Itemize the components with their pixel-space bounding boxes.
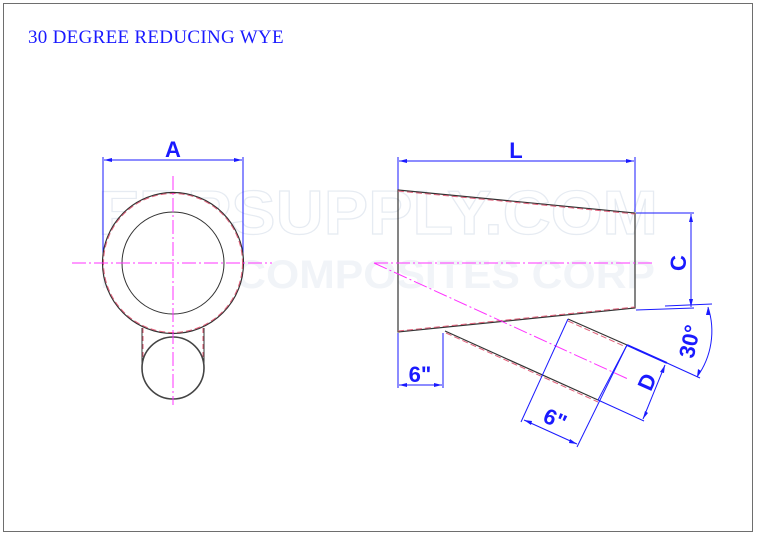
dimension-c (635, 212, 695, 311)
label-angle: 30° (674, 323, 705, 361)
dimension-d (597, 344, 668, 422)
drawing-title: 30 DEGREE REDUCING WYE (28, 27, 284, 48)
dimension-l (397, 157, 636, 212)
branch-centerline (373, 262, 629, 380)
label-d: D (632, 370, 661, 395)
dimension-offset-straight (397, 333, 444, 388)
label-c: C (666, 255, 691, 271)
label-offset-straight: 6" (409, 362, 432, 387)
label-a: A (165, 137, 181, 162)
label-l: L (509, 138, 522, 163)
end-view: A (72, 137, 272, 405)
side-view: L C (373, 138, 713, 448)
label-offset-branch: 6" (540, 403, 571, 435)
dimension-a (102, 157, 244, 258)
branch-circle (141, 336, 205, 400)
dimension-angle (664, 303, 713, 379)
main-body-outline (397, 189, 636, 333)
dimension-offset-branch (520, 318, 628, 448)
